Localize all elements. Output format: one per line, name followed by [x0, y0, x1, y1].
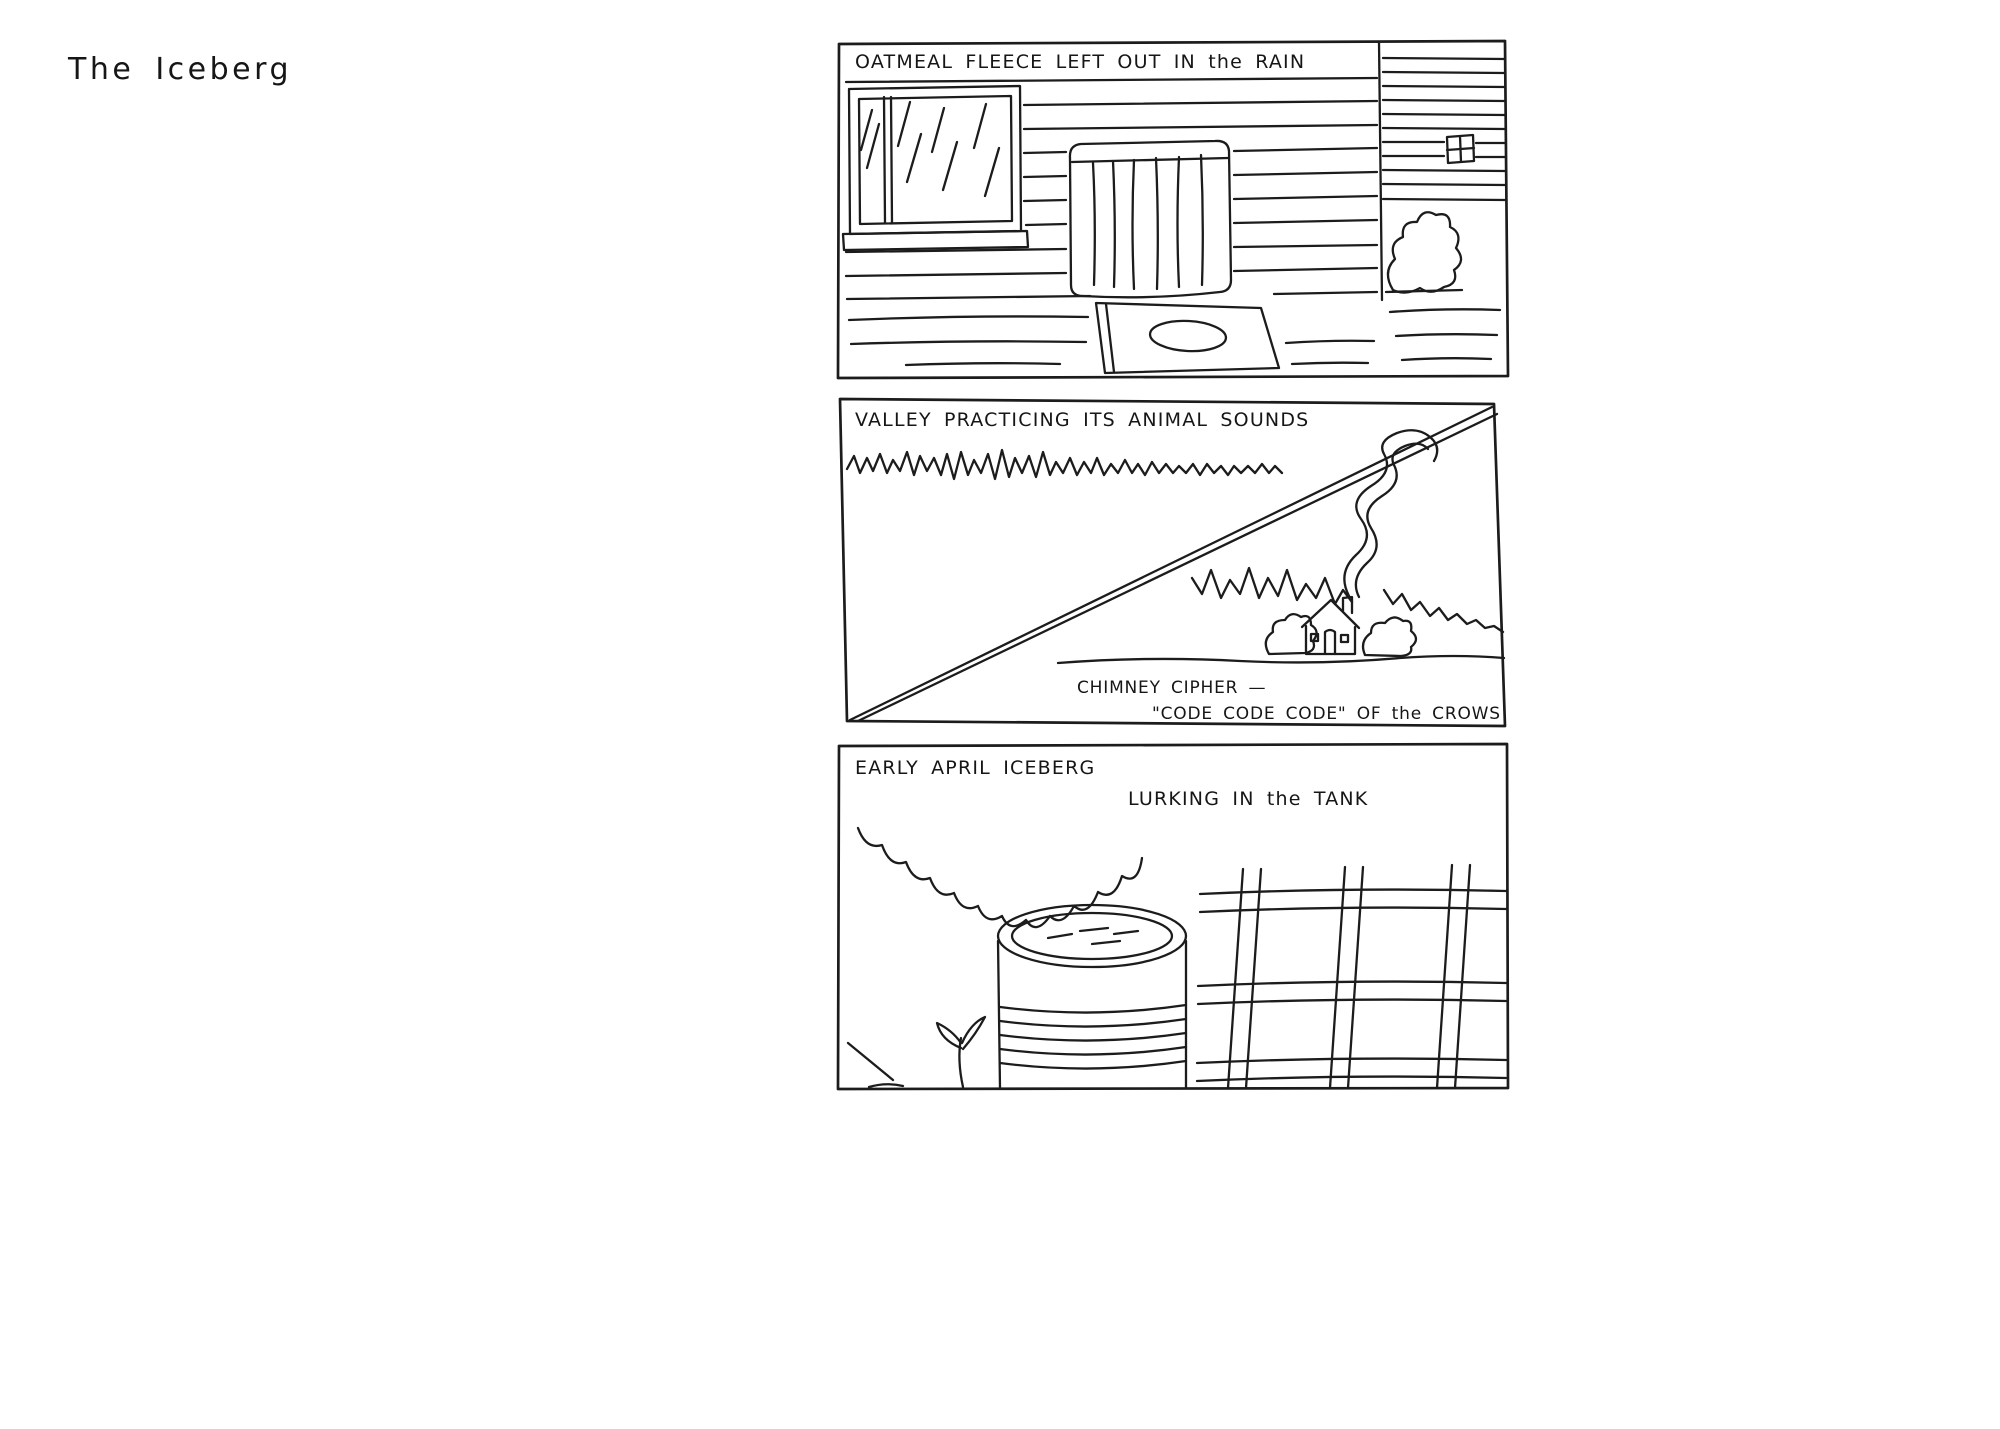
- gable-lines: [1381, 56, 1507, 202]
- panel-2-footer-line-2: "CODE CODE CODE" OF the CROWS: [1152, 704, 1501, 724]
- bench-drawing: [1094, 301, 1281, 375]
- panel-1-drawing: [836, 39, 1510, 380]
- panel-3-drawing: [836, 742, 1510, 1091]
- panel-3-caption-line-1: EARLY APRIL ICEBERG: [855, 757, 1096, 779]
- panel-2-footer-line-1: CHIMNEY CIPHER —: [1077, 678, 1267, 698]
- ground-strokes-panel-1: [847, 308, 1502, 367]
- canopy-drawing: [856, 826, 1144, 929]
- chimney-drawing: [1341, 595, 1354, 615]
- tank-ribs: [998, 1003, 1188, 1070]
- siding-lines: [844, 40, 1384, 302]
- smoke-drawing: [1343, 429, 1439, 599]
- horizon-line: [1056, 654, 1506, 665]
- tank-drawing: [996, 903, 1188, 1090]
- bush-drawing: [1384, 211, 1464, 294]
- panel-3-border: [836, 742, 1510, 1091]
- small-window-drawing: [1445, 133, 1476, 165]
- panel-2-border: [838, 397, 1507, 728]
- fleece-drawing: [1068, 139, 1233, 299]
- tank-water-dashes: [1046, 926, 1140, 946]
- sprout-drawing: [846, 1015, 987, 1089]
- house-corner-line: [1377, 40, 1384, 302]
- house-drawing: [1300, 595, 1361, 656]
- rain-streaks: [859, 100, 1001, 198]
- plaid-drawing: [1195, 863, 1508, 1090]
- panel-1-border: [836, 39, 1510, 380]
- house-bushes-drawing: [1264, 612, 1418, 658]
- panel-1-caption: OATMEAL FLEECE LEFT OUT IN the RAIN: [855, 51, 1306, 73]
- fleece-drape-lines: [1091, 153, 1204, 291]
- waveform-drawing: [845, 448, 1284, 481]
- ridge-drawing: [1190, 566, 1505, 634]
- panel-2-caption: VALLEY PRACTICING ITS ANIMAL SOUNDS: [855, 409, 1310, 431]
- page-title: The Iceberg: [68, 52, 292, 87]
- window-sill: [841, 229, 1030, 252]
- panel-2-drawing: [838, 397, 1507, 728]
- panel-3-caption-line-2: LURKING IN the TANK: [1128, 788, 1369, 810]
- window-drawing: [841, 84, 1030, 252]
